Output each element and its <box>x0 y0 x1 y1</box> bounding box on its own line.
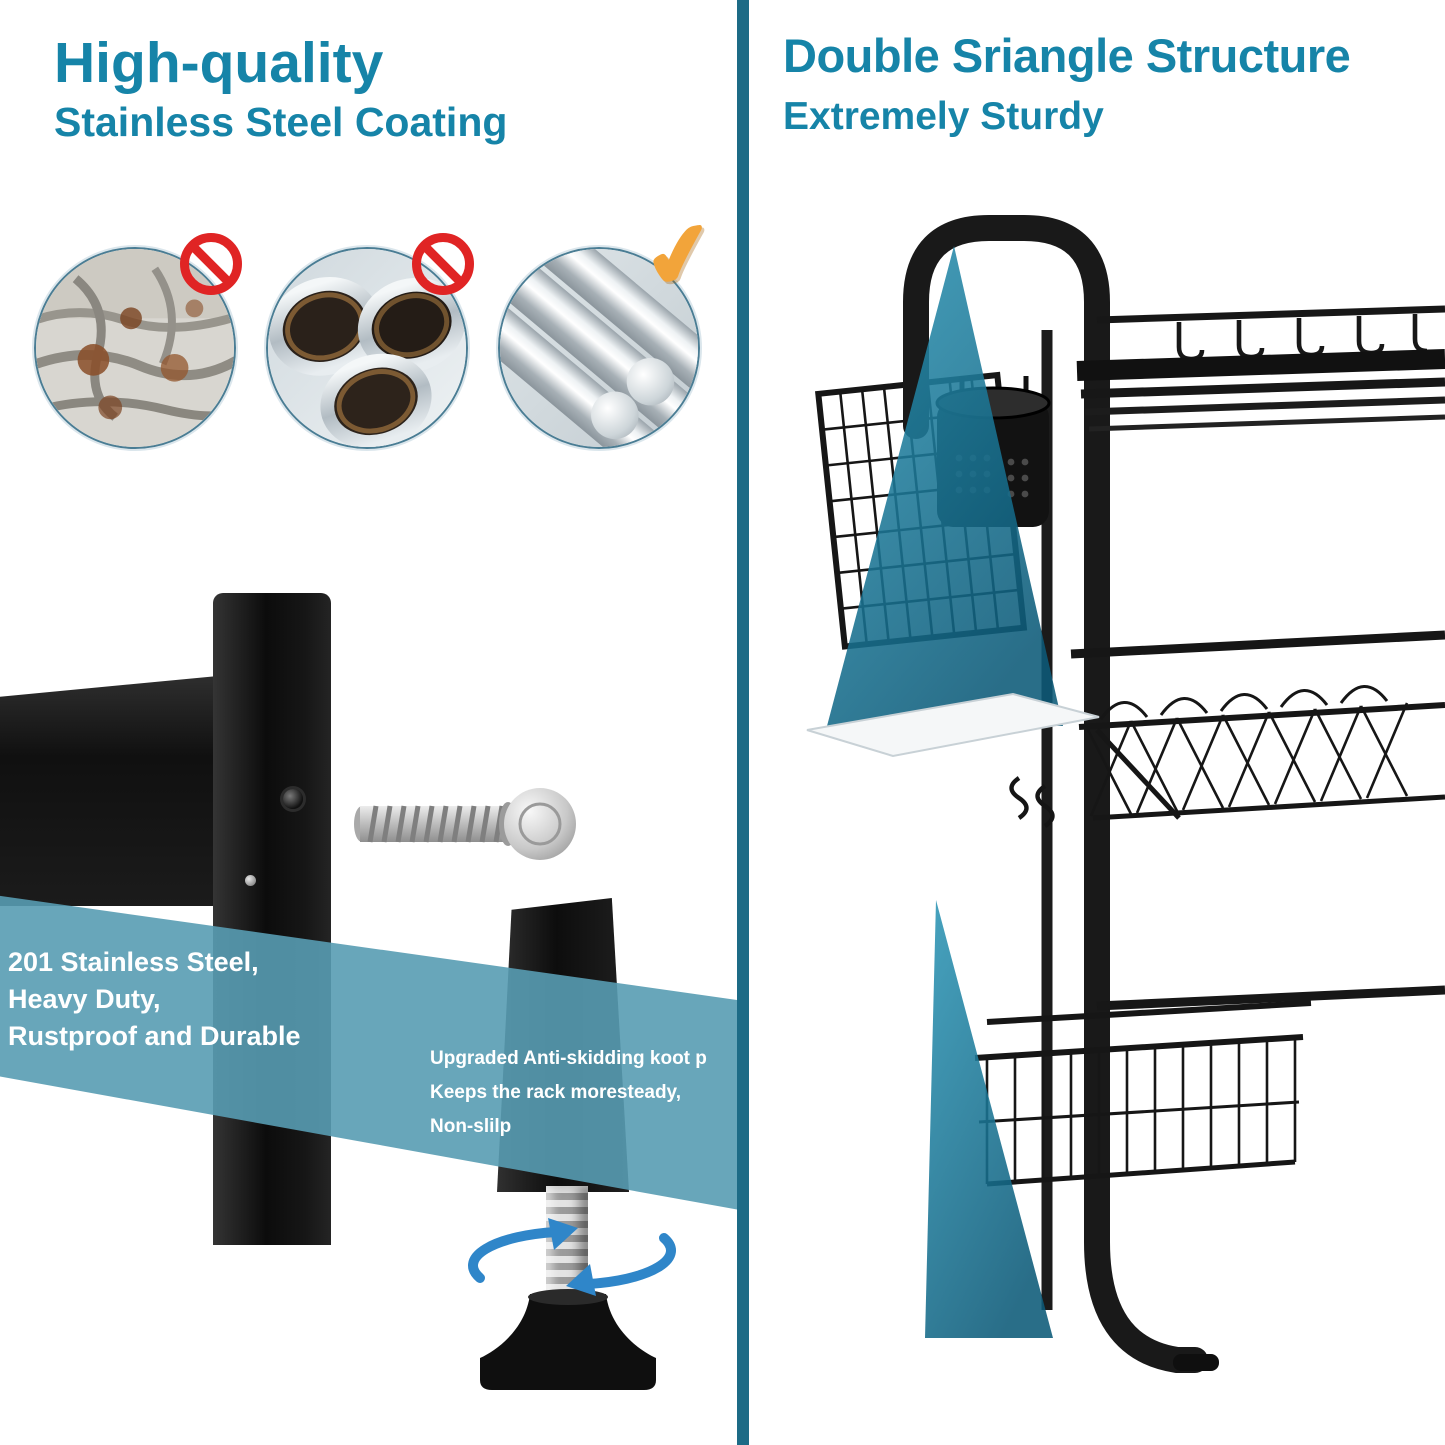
material-note: 201 Stainless Steel, Heavy Duty, Rustpro… <box>8 944 301 1055</box>
antiskid-note-line: Keeps the rack moresteady, <box>430 1082 681 1103</box>
frame-post <box>213 593 331 1245</box>
material-note-line: Heavy Duty, <box>8 984 161 1014</box>
left-panel-subtitle: Stainless Steel Coating <box>54 99 508 145</box>
shelf-board <box>806 692 1100 758</box>
bolt-illustration <box>352 776 582 872</box>
triangle-overlay-top <box>827 246 1063 726</box>
antiskid-note-line: Non-slilp <box>430 1116 512 1137</box>
no-entry-icon <box>180 233 242 295</box>
s-hooks <box>1009 776 1055 828</box>
screw-hole <box>283 789 303 809</box>
material-note-line: Rustproof and Durable <box>8 1021 301 1051</box>
panel-divider <box>737 0 749 1445</box>
no-entry-icon <box>412 233 474 295</box>
left-panel: High-quality Stainless Steel Coating <box>0 0 737 1445</box>
rack-frame-tube <box>903 215 1208 1373</box>
antiskid-note-line: Upgraded Anti-skidding koot p <box>430 1048 707 1069</box>
right-panel-subtitle: Extremely Sturdy <box>783 95 1104 138</box>
frame-beam <box>0 676 218 906</box>
lower-basket <box>974 1000 1312 1187</box>
comparison-solid-rods: ✔ <box>498 202 725 449</box>
screw-dot <box>245 875 256 886</box>
rack-illustration <box>806 215 1445 1373</box>
material-note-line: 201 Stainless Steel, <box>8 947 259 977</box>
left-panel-title: High-quality <box>54 31 384 95</box>
middle-basket <box>1070 630 1445 821</box>
rotate-arrows-icon <box>468 1218 676 1296</box>
right-panel: Double Sriangle Structure Extremely Stur… <box>749 0 1445 1445</box>
right-panel-title: Double Sriangle Structure <box>783 29 1351 82</box>
triangle-overlay-bottom <box>925 900 1053 1338</box>
hook-rail <box>1096 305 1445 324</box>
top-shelf <box>1076 349 1445 432</box>
comparison-rusty-rack <box>34 233 242 449</box>
comparison-hollow-tubes <box>266 233 474 449</box>
antiskid-note: Upgraded Anti-skidding koot p Keeps the … <box>430 1042 707 1144</box>
rack-foot-pad <box>1173 1354 1219 1371</box>
lower-rail <box>1096 985 1445 1011</box>
